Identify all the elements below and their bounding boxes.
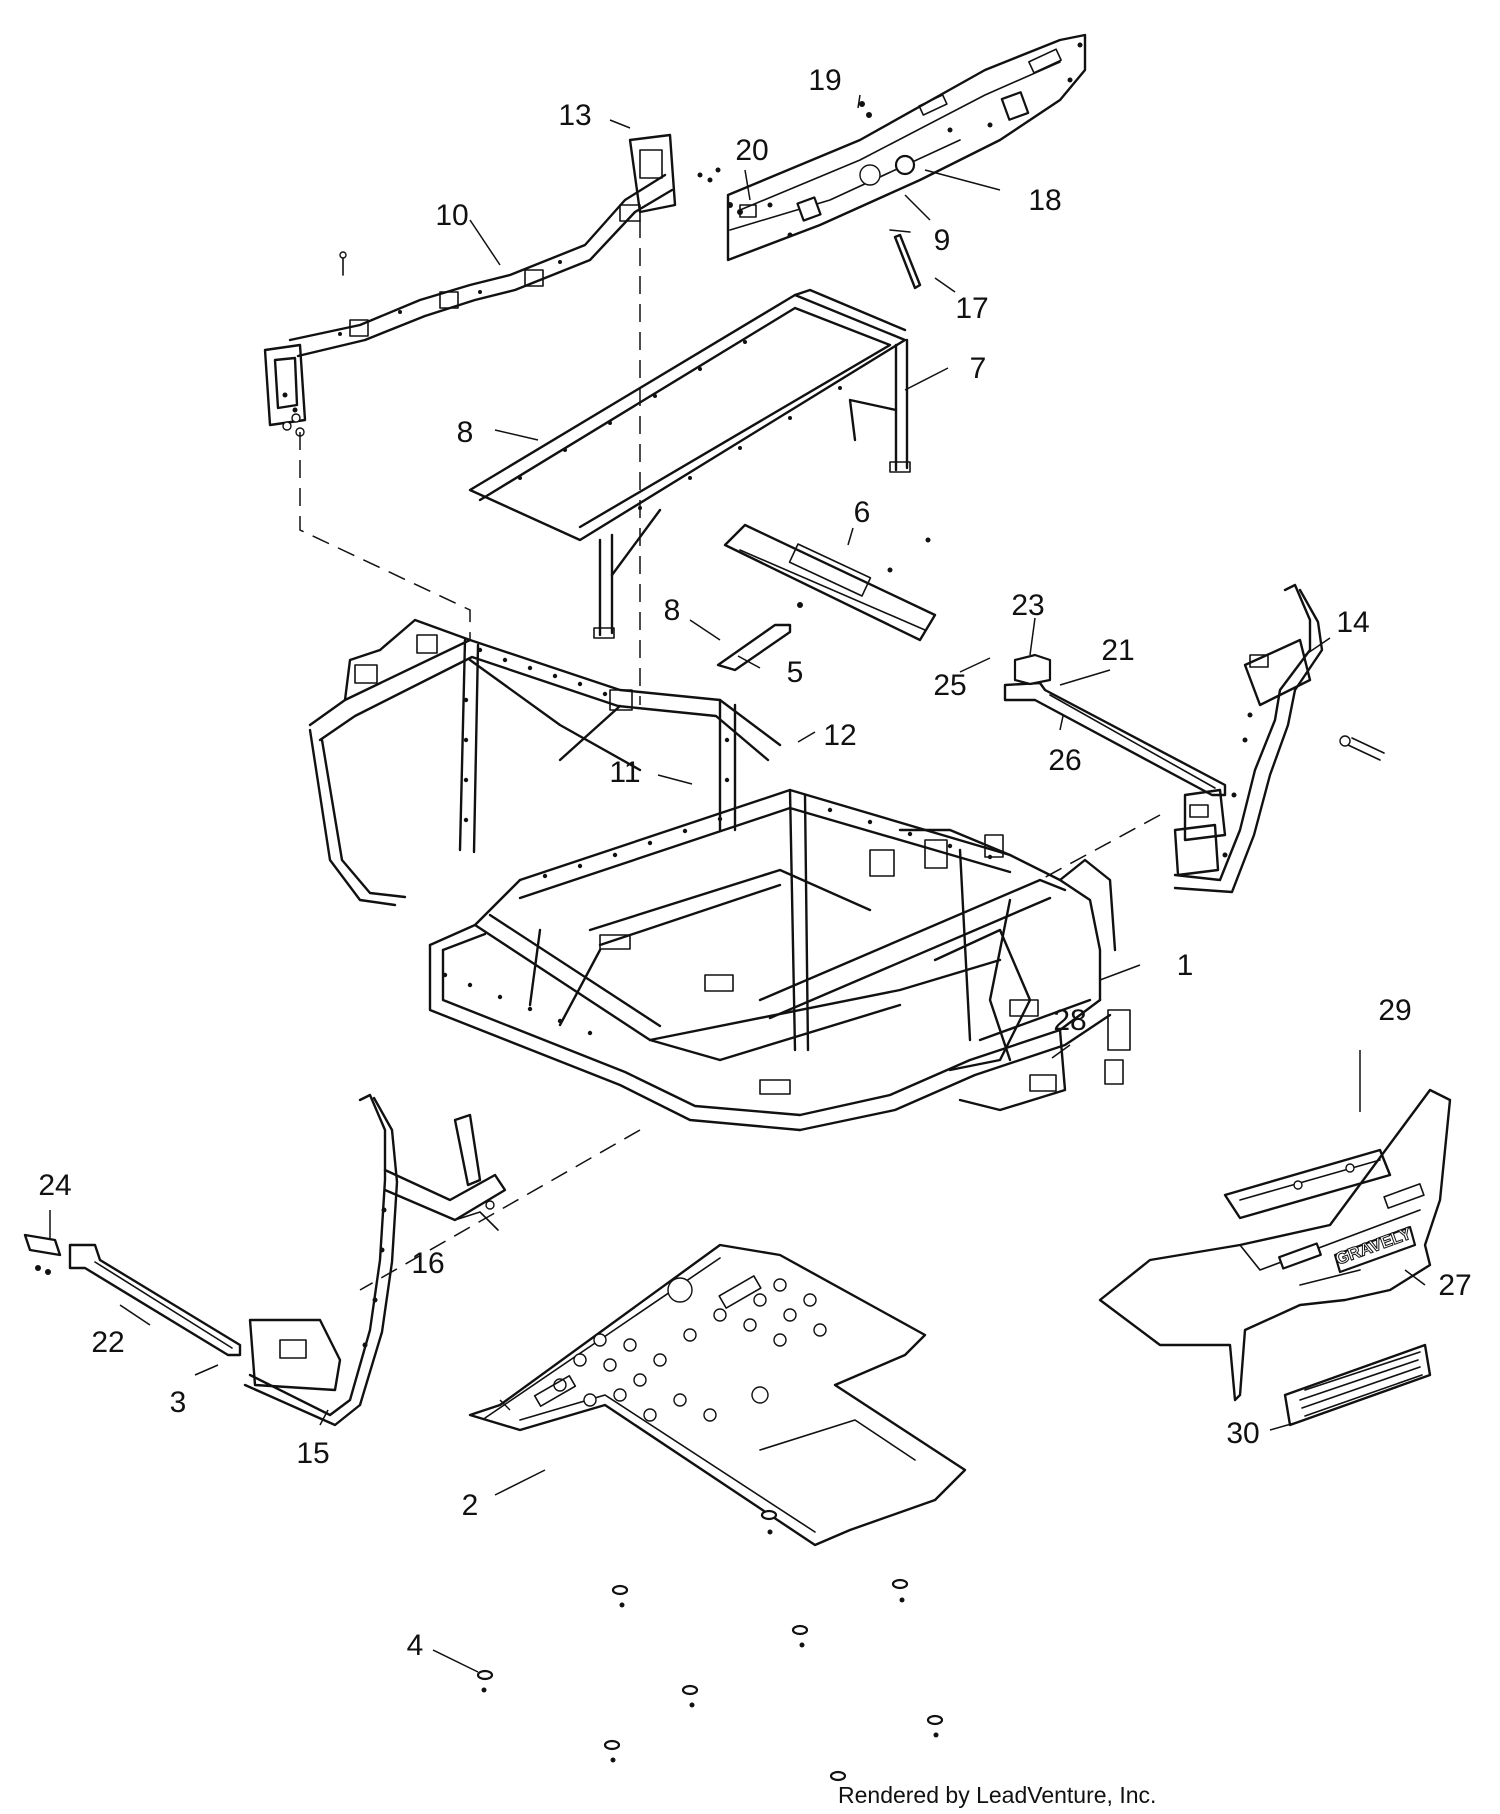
part-21-side-bar bbox=[1003, 681, 1227, 797]
callout-26: 26 bbox=[1048, 744, 1081, 777]
render-credit: Rendered by LeadVenture, Inc. bbox=[838, 1782, 1157, 1808]
callout-11: 11 bbox=[609, 756, 640, 789]
part-23-block bbox=[1013, 653, 1052, 686]
callout-10: 10 bbox=[435, 199, 468, 232]
callout-2: 2 bbox=[462, 1489, 479, 1522]
callout-labels: 1 2 3 4 5 6 7 8 8 9 10 11 12 13 14 15 16… bbox=[38, 64, 1471, 1662]
callout-14: 14 bbox=[1336, 606, 1369, 639]
part-14-right-side-bar bbox=[1173, 583, 1385, 894]
callout-27: 27 bbox=[1438, 1269, 1471, 1302]
callout-30: 30 bbox=[1226, 1417, 1259, 1450]
callout-8-lower: 8 bbox=[664, 594, 681, 627]
part-29-skid-panel bbox=[1223, 1148, 1392, 1220]
callout-7: 7 bbox=[970, 352, 987, 385]
callout-23: 23 bbox=[1011, 589, 1044, 622]
leader-lines bbox=[49, 94, 1426, 1673]
part-2-skid-plate bbox=[468, 1243, 967, 1547]
callout-15: 15 bbox=[296, 1437, 329, 1470]
callout-19: 19 bbox=[808, 64, 841, 97]
callout-24: 24 bbox=[38, 1169, 71, 1202]
callout-5: 5 bbox=[787, 656, 804, 689]
callout-16: 16 bbox=[411, 1247, 444, 1280]
callout-9: 9 bbox=[934, 224, 951, 257]
callout-1: 1 bbox=[1177, 949, 1194, 982]
callout-6: 6 bbox=[854, 496, 871, 529]
part-10-upper-rail bbox=[263, 133, 721, 437]
callout-4: 4 bbox=[407, 1629, 424, 1662]
callout-17: 17 bbox=[955, 292, 988, 325]
callout-12: 12 bbox=[823, 719, 856, 752]
callout-28: 28 bbox=[1053, 1004, 1086, 1037]
callout-18: 18 bbox=[1028, 184, 1061, 217]
part-6-tray-plate bbox=[723, 523, 937, 642]
alignment-lines bbox=[299, 220, 1161, 1291]
part-7-bed-frame bbox=[468, 288, 911, 639]
part-30-grille-plate bbox=[1283, 1343, 1432, 1427]
callout-21: 21 bbox=[1101, 634, 1134, 667]
part-5-bracket bbox=[716, 602, 803, 672]
callout-22: 22 bbox=[91, 1326, 124, 1359]
part-22-lower-bar bbox=[68, 1243, 242, 1357]
callout-25: 25 bbox=[933, 669, 966, 702]
callout-3: 3 bbox=[170, 1386, 187, 1419]
part-18-cowl-panel bbox=[726, 33, 1087, 290]
part-17-mount bbox=[893, 233, 922, 290]
part-4-fasteners bbox=[476, 1509, 944, 1782]
callout-13: 13 bbox=[558, 99, 591, 132]
callout-20: 20 bbox=[735, 134, 768, 167]
callout-29: 29 bbox=[1378, 994, 1411, 1027]
part-24-small-bracket bbox=[23, 1233, 62, 1275]
part-27-front-bumper: GRAVELY bbox=[1098, 1088, 1452, 1402]
callout-8-upper: 8 bbox=[457, 416, 474, 449]
part-1-main-frame bbox=[308, 618, 1131, 1132]
part-15-left-side-bar bbox=[243, 1093, 507, 1427]
